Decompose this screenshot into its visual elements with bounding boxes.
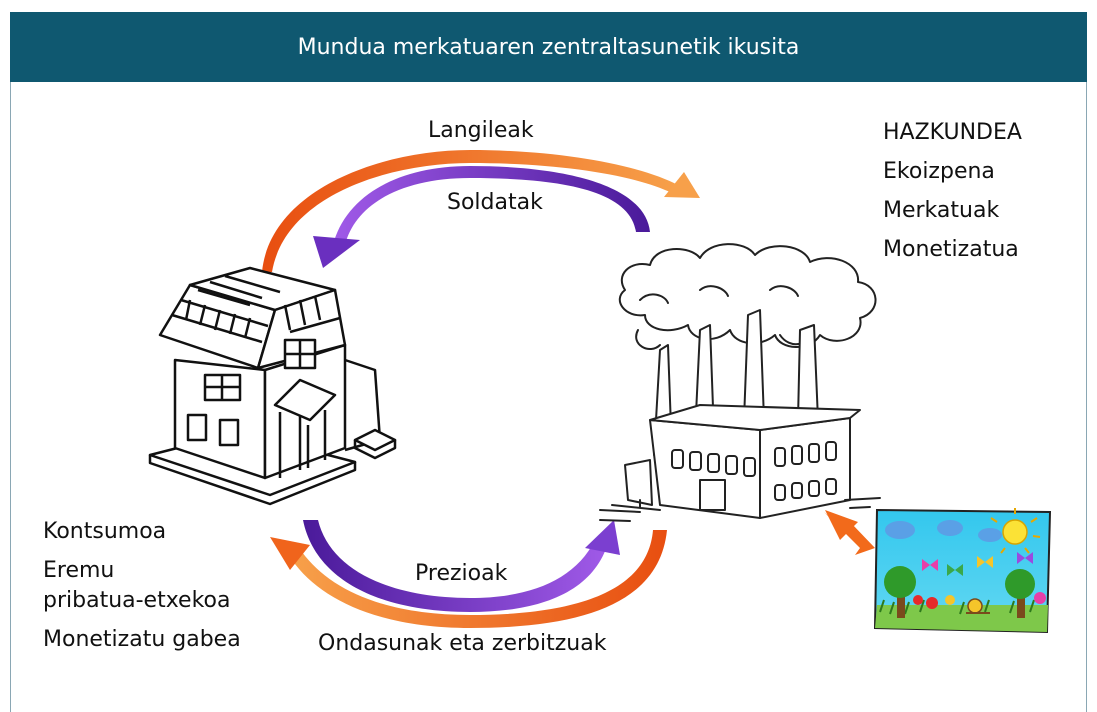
market-label-monetized: Monetizatua — [883, 237, 1019, 262]
factory-drawing — [599, 243, 881, 522]
market-side-list: HAZKUNDEA Ekoizpena Merkatuak Monetizatu… — [883, 122, 1022, 278]
arrow-nature-to-factory — [824, 510, 875, 555]
flow-label-workers: Langileak — [428, 118, 534, 143]
household-label-private-domestic: pribatua-etxekoa — [43, 588, 231, 613]
household-label-consumption: Kontsumoa — [43, 519, 167, 544]
arrow-wages — [313, 166, 650, 268]
market-label-markets: Merkatuak — [883, 198, 1000, 223]
household-label-sphere: Eremu — [43, 558, 115, 583]
arrow-workers — [262, 150, 700, 272]
household-side-list: Kontsumoa Eremu pribatua-etxekoa Monetiz… — [43, 521, 241, 668]
arrow-goods-services — [270, 530, 667, 628]
title-bar: Mundua merkatuaren zentraltasunetik ikus… — [10, 12, 1087, 82]
flow-label-goods-services: Ondasunak eta zerbitzuak — [318, 631, 607, 656]
page-title: Mundua merkatuaren zentraltasunetik ikus… — [297, 34, 800, 60]
flow-label-prices: Prezioak — [415, 561, 508, 586]
house-drawing — [148, 266, 397, 506]
market-label-production: Ekoizpena — [883, 159, 995, 184]
flow-label-wages: Soldatak — [447, 190, 543, 215]
household-label-non-monetized: Monetizatu gabea — [43, 627, 241, 652]
market-label-growth: HAZKUNDEA — [883, 120, 1022, 145]
nature-drawing — [873, 508, 1052, 634]
diagram-frame — [10, 12, 1087, 712]
arrow-prices — [303, 520, 620, 612]
